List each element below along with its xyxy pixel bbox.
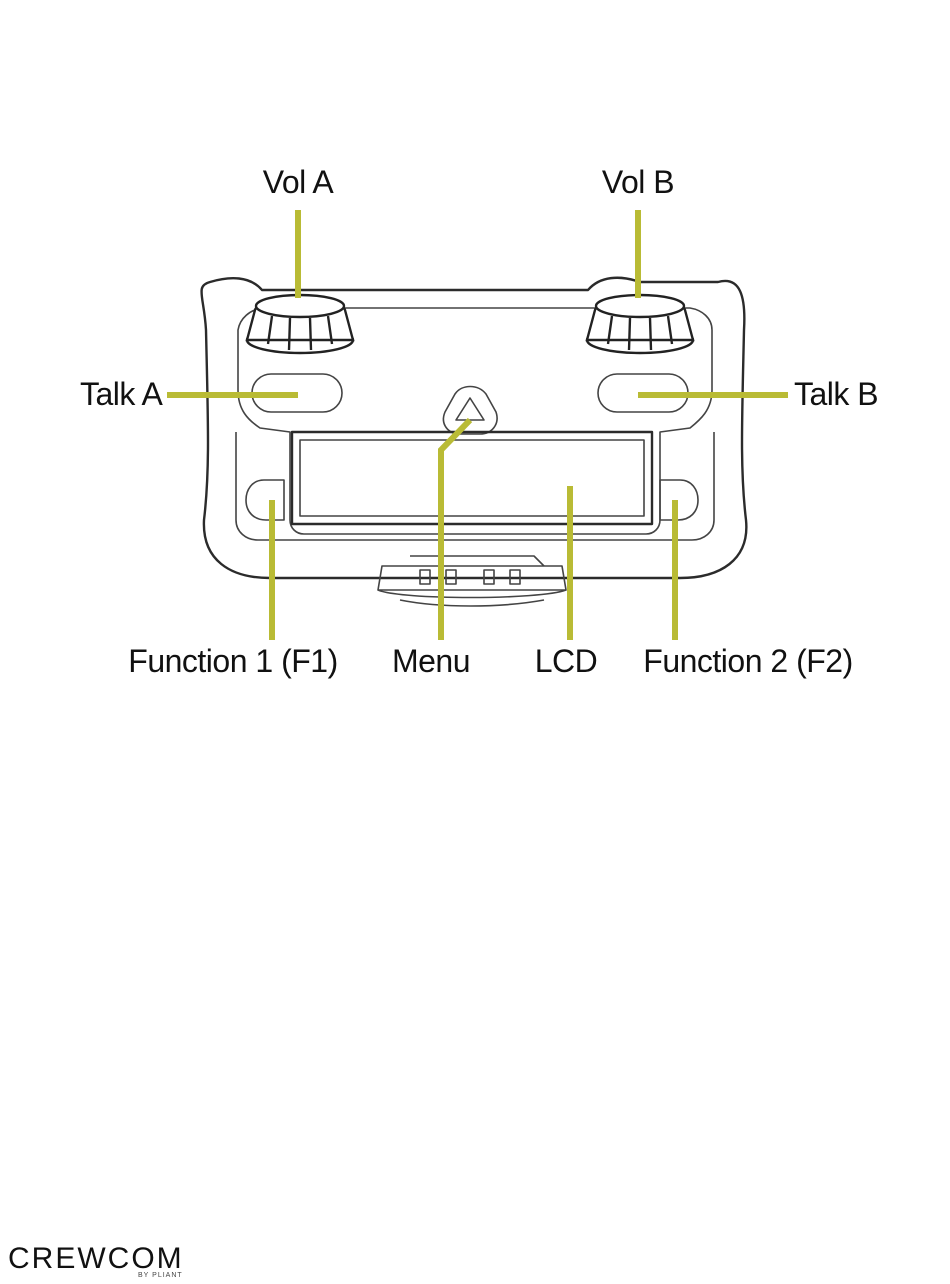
label-vol-a: Vol A [263,164,335,200]
label-lcd: LCD [535,643,598,679]
crewcom-logo: CREWCOM BY PLIANT [8,1244,184,1274]
label-menu: Menu [392,643,470,679]
label-function-1: Function 1 (F1) [128,643,337,679]
function-2-button[interactable] [660,480,698,520]
vol-a-knob[interactable] [247,295,353,353]
label-function-2: Function 2 (F2) [643,643,852,679]
label-vol-b: Vol B [602,164,674,200]
function-1-button[interactable] [246,480,284,520]
vol-b-knob[interactable] [587,295,693,353]
logo-brand-text: CREWCOM [8,1244,184,1274]
leader-menu [441,420,470,640]
menu-button[interactable] [443,387,497,435]
lcd-screen [292,432,652,524]
label-talk-a: Talk A [80,376,164,412]
bottom-connector [378,556,566,606]
label-talk-b: Talk B [794,376,878,412]
logo-byline: BY PLIANT [138,1272,183,1279]
